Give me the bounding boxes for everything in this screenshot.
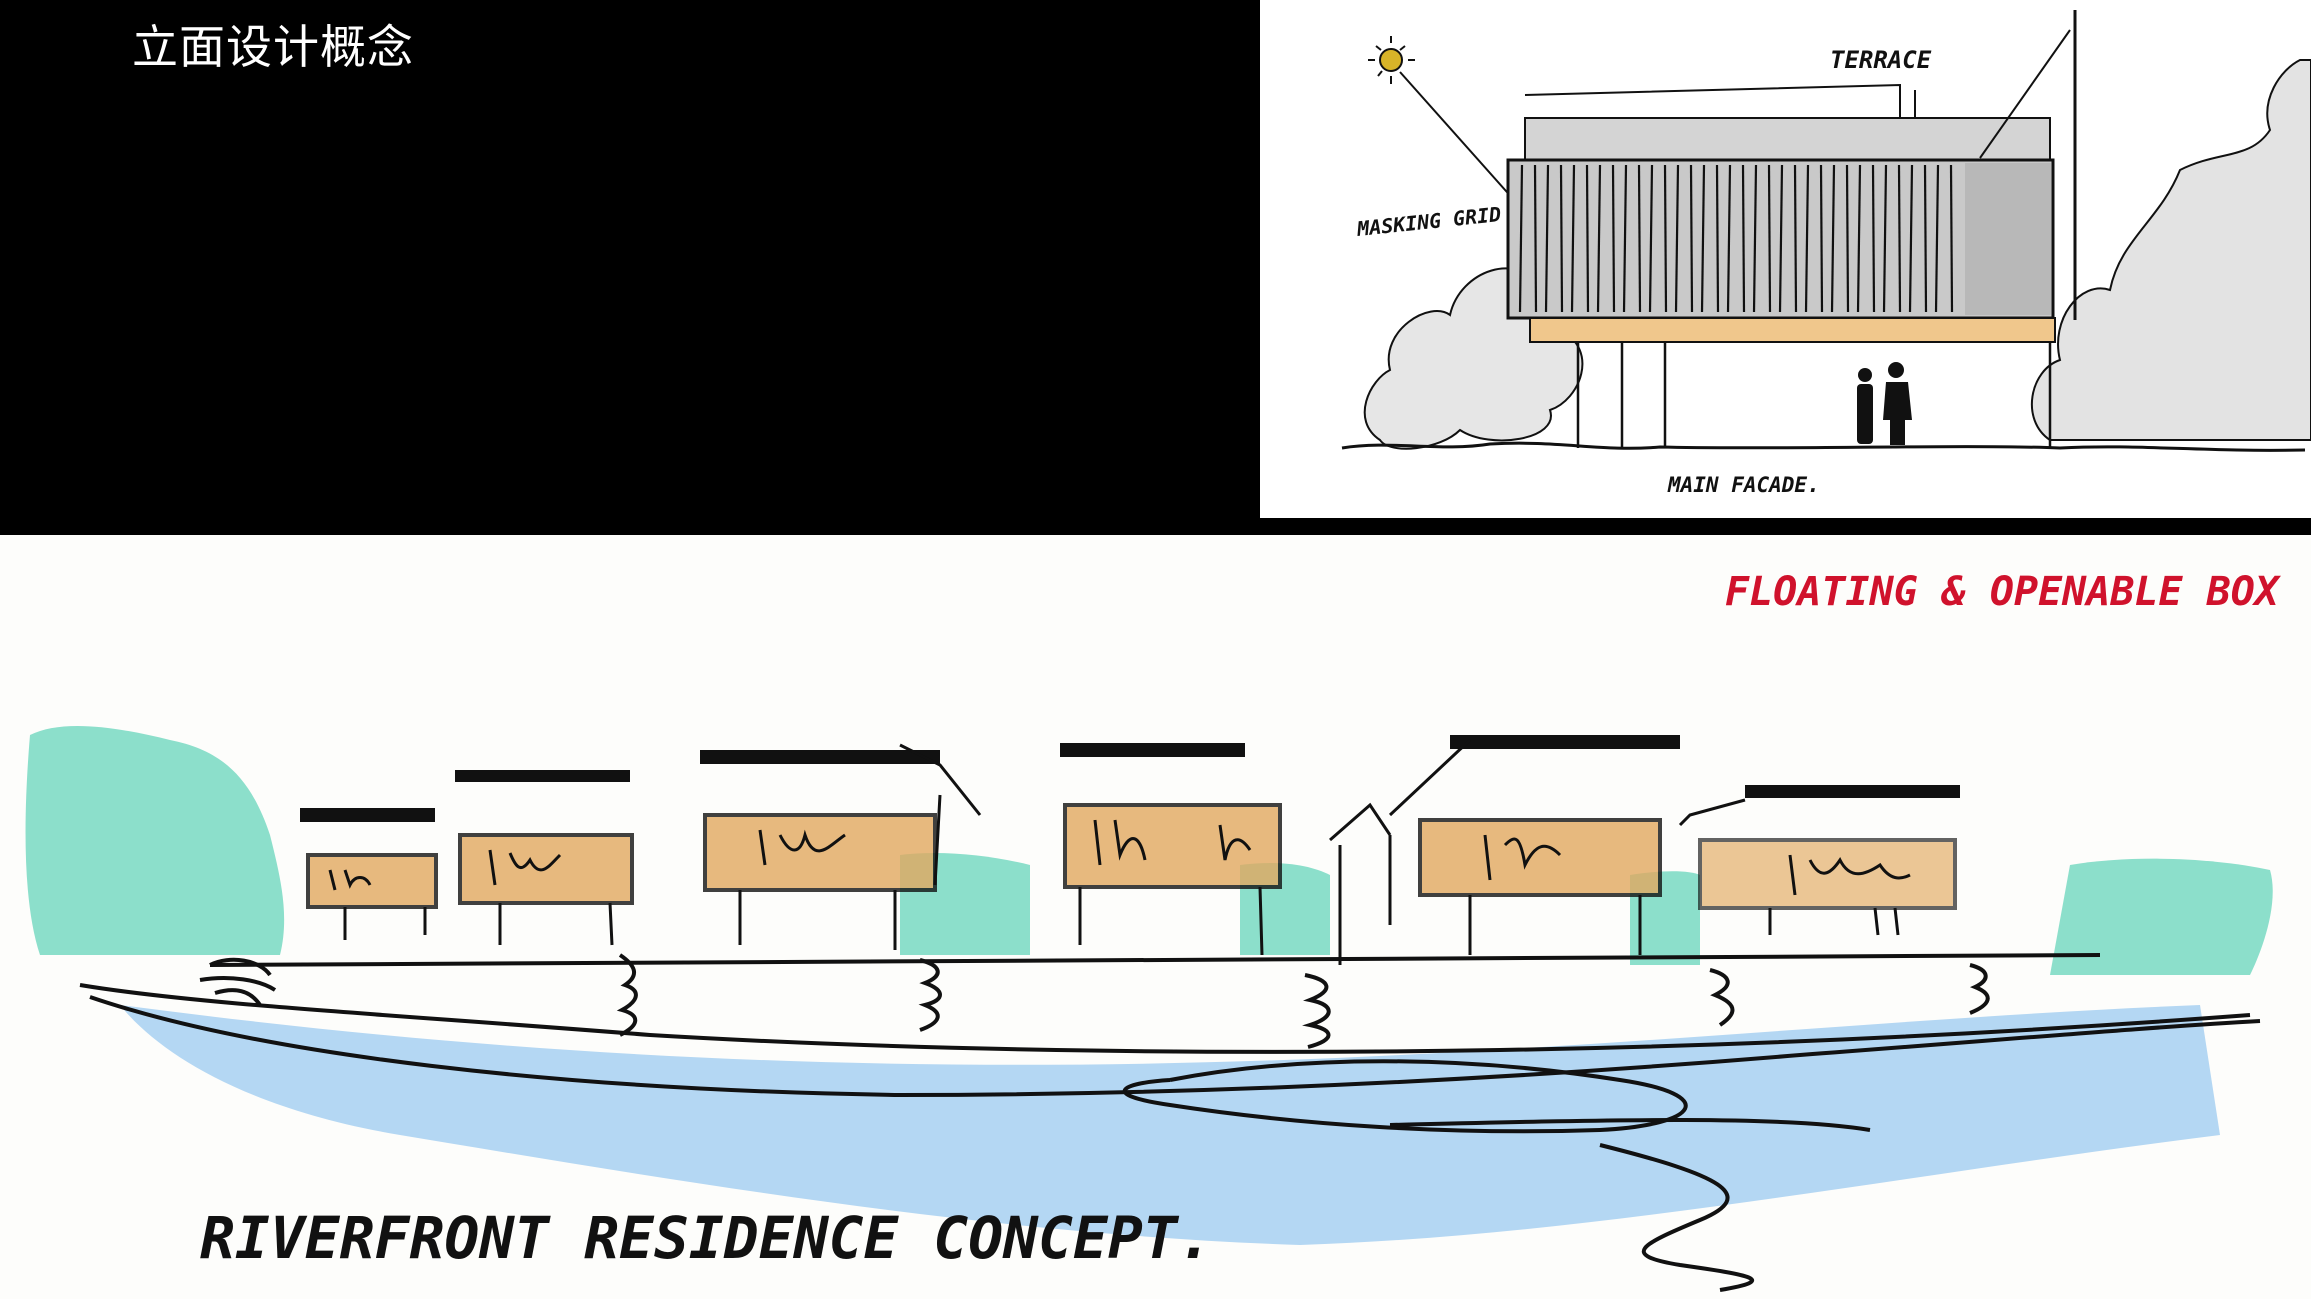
label-main-facade: MAIN FACADE.: [1667, 473, 1820, 497]
label-floating-openable-box: FLOATING & OPENABLE BOX: [1725, 569, 2282, 615]
slide-title: 立面设计概念: [132, 20, 414, 74]
facade-sketch: TERRACE MASKING GRID MAIN FACADE.: [1341, 10, 2311, 497]
riverbank-lines: [79, 983, 2261, 1292]
masking-grid-slats: [1518, 164, 1954, 313]
stair-scribbles: [199, 953, 1990, 1049]
house-group: [300, 735, 1960, 965]
label-terrace: TERRACE: [1830, 46, 1932, 74]
wood-soffit: [1529, 317, 2056, 343]
ground-line: [1341, 441, 2306, 452]
title-panel: 立面设计概念: [0, 0, 1260, 535]
label-masking-grid: MASKING GRID: [1355, 202, 1502, 241]
greenery-hatching: [25, 725, 2273, 975]
facade-sketch-panel: TERRACE MASKING GRID MAIN FACADE.: [1260, 0, 2311, 518]
upper-box: [1524, 117, 2051, 167]
panel-divider: [1260, 518, 2311, 535]
deck-line: [209, 953, 2101, 967]
riverfront-sketch: FLOATING & OPENABLE BOX RIVERFRONT RESID…: [25, 569, 2282, 1292]
sun-icon: [1368, 36, 1415, 84]
ground-floor: [1576, 342, 2052, 448]
tree-right: [2031, 59, 2311, 441]
site-sketch-panel: FLOATING & OPENABLE BOX RIVERFRONT RESID…: [0, 535, 2311, 1299]
leader-line: [1399, 71, 1515, 201]
people-figures: [1857, 362, 1912, 445]
label-riverfront-concept: RIVERFRONT RESIDENCE CONCEPT.: [200, 1204, 1213, 1272]
